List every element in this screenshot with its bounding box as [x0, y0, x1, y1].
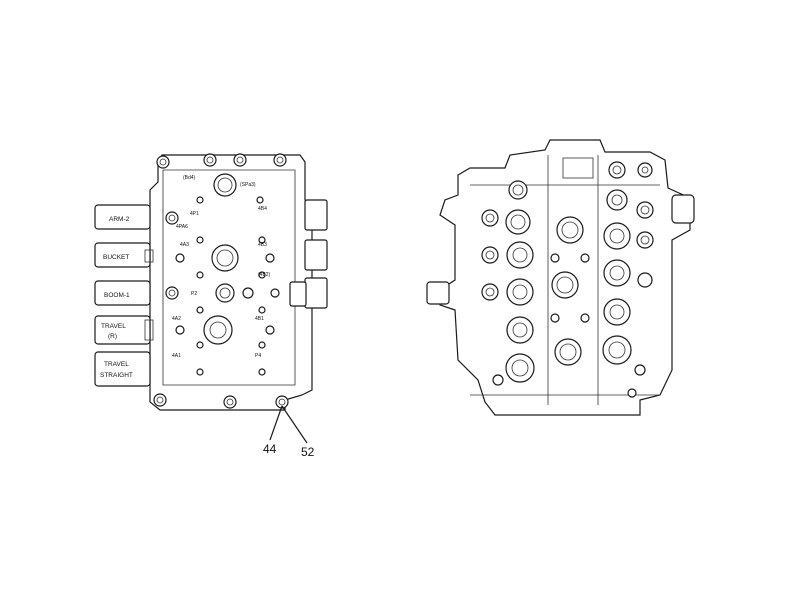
- label-boom-1: BOOM-1: [104, 292, 130, 299]
- label-travel-straight-1: TRAVEL: [104, 361, 129, 368]
- label-arm-2: ARM-2: [109, 216, 130, 223]
- port-4b3: 4B3: [258, 242, 267, 248]
- right-caps: [289, 199, 328, 309]
- port-bd4: (Bd4): [183, 175, 196, 181]
- port-4b4: 4B4: [258, 206, 267, 212]
- label-travel-r-2: (R): [108, 333, 117, 340]
- left-ports: [165, 173, 280, 376]
- port-4p1: 4P1: [190, 211, 199, 217]
- right-valve-view: [426, 139, 695, 416]
- port-p4: P4: [255, 353, 261, 359]
- port-spa3: (SPa3): [240, 182, 256, 188]
- right-column-ports: [602, 161, 654, 398]
- callout-44: 44: [263, 442, 277, 456]
- bottom-bolts: [153, 393, 289, 409]
- bolt-44: [275, 395, 289, 409]
- port-4b1: 4B1: [255, 316, 264, 322]
- port-4a3: 4A3: [180, 242, 189, 248]
- port-p2: P2: [191, 291, 197, 297]
- port-4a1: 4A1: [172, 353, 181, 359]
- top-bolts: [156, 153, 287, 169]
- port-4pa6: 4PA6: [176, 224, 188, 230]
- left-column-ports: [481, 180, 535, 386]
- section-boxes: [94, 204, 154, 387]
- left-valve-view: ARM-2 BUCKET BOOM-1 TRAVEL (R) TRAVEL ST…: [94, 153, 328, 459]
- center-column-ports: [550, 216, 590, 366]
- callout-52: 52: [301, 445, 315, 459]
- leader-lines: [269, 405, 308, 444]
- port-4b2: (4B2): [258, 272, 271, 278]
- label-travel-straight-2: STRAIGHT: [100, 372, 133, 379]
- label-bucket: BUCKET: [103, 254, 129, 261]
- label-travel-r-1: TRAVEL: [101, 323, 126, 330]
- port-4a2: 4A2: [172, 316, 181, 322]
